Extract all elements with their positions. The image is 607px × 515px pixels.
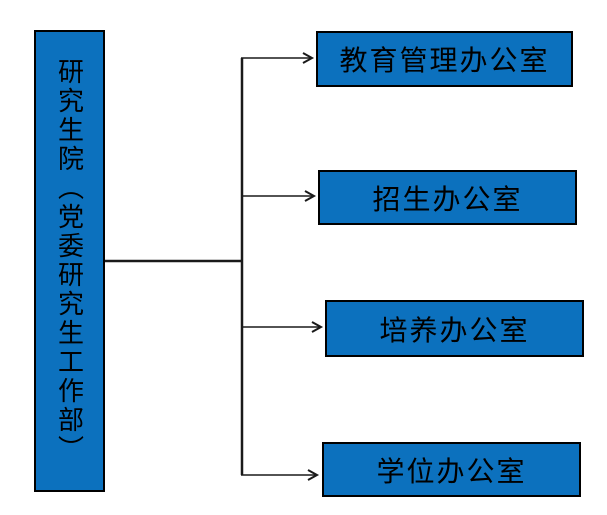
node-admissions-office: 招生办公室 — [318, 170, 577, 225]
node-education-management-office: 教育管理办公室 — [316, 31, 573, 87]
node-admissions-office-label: 招生办公室 — [372, 183, 523, 215]
node-education-management-office-label: 教育管理办公室 — [339, 45, 550, 76]
node-training-office: 培养办公室 — [325, 300, 584, 357]
node-training-office-label: 培养办公室 — [379, 314, 530, 346]
node-graduate-school: 研究生院（党委研究生工作部） — [34, 30, 105, 492]
arrowhead-icon — [302, 52, 315, 64]
arrowhead-icon — [304, 190, 317, 202]
arrowhead-icon — [311, 321, 324, 333]
arrowhead-icon — [307, 469, 320, 481]
node-graduate-school-label: 研究生院（党委研究生工作部） — [54, 58, 85, 464]
node-degree-office: 学位办公室 — [322, 442, 581, 497]
node-degree-office-label: 学位办公室 — [376, 455, 527, 487]
